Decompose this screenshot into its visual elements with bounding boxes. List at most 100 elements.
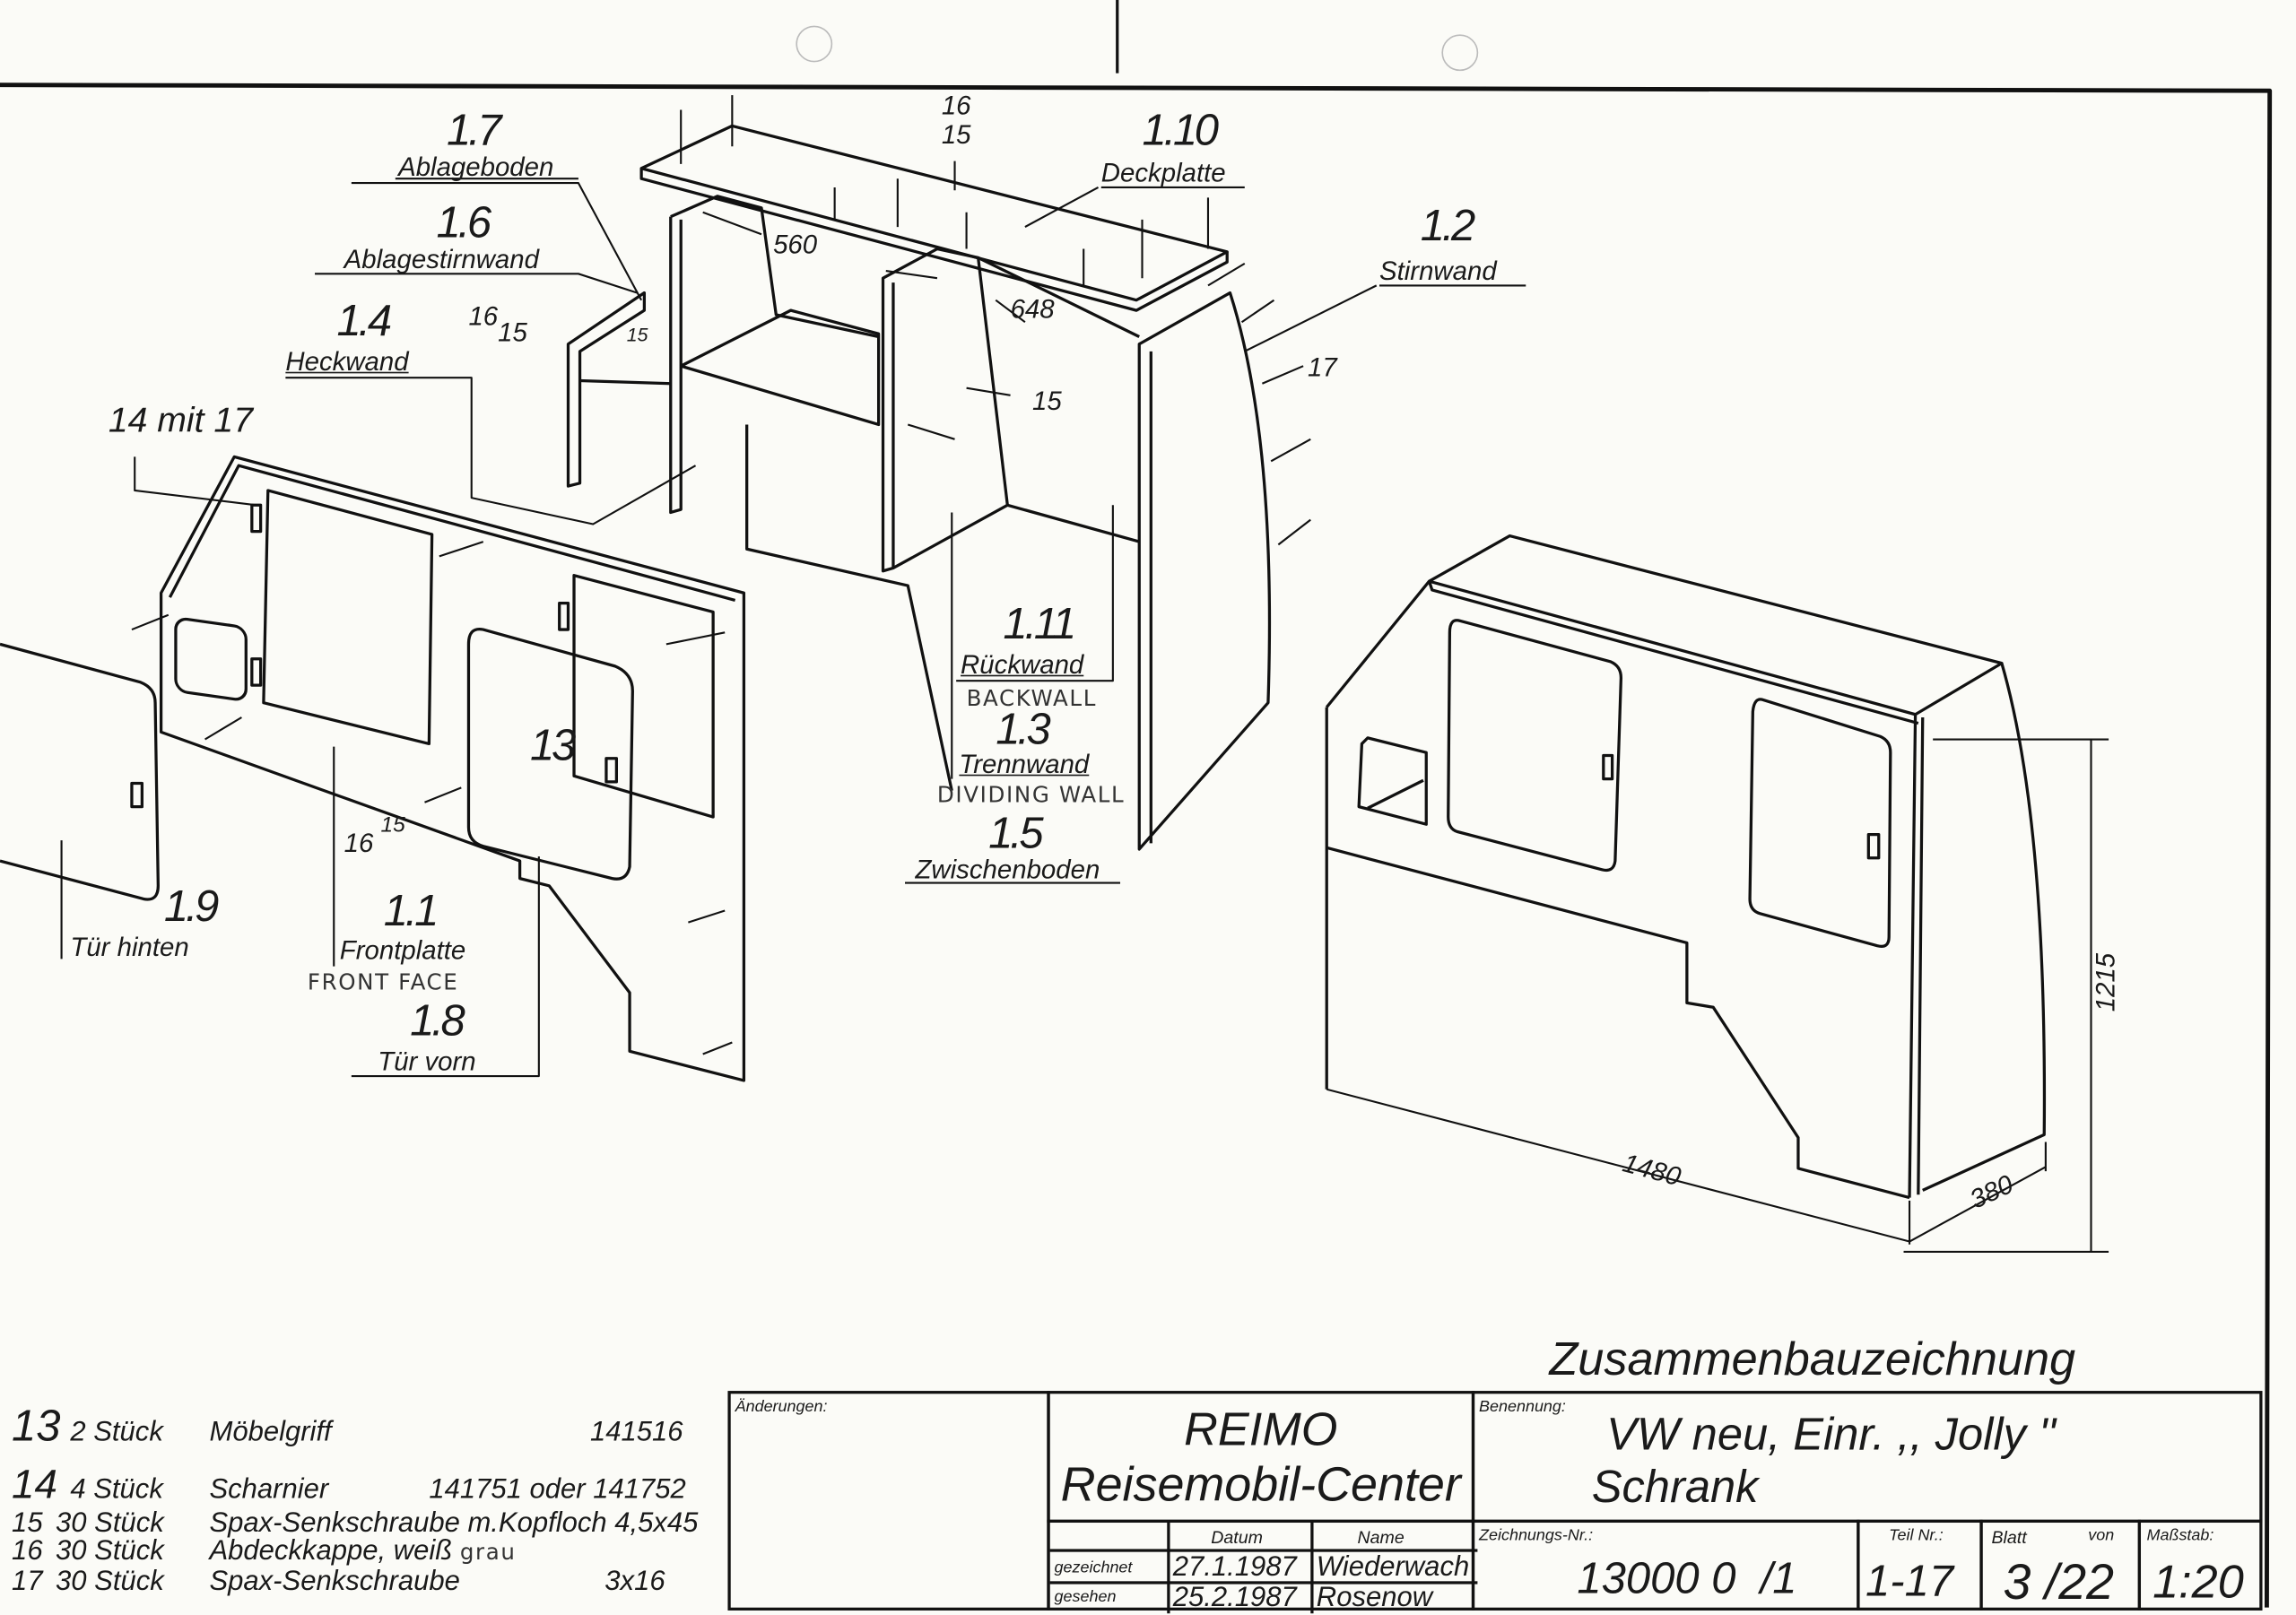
sheet-label: Blatt xyxy=(1991,1526,2027,1548)
part-number-label: 13 xyxy=(530,721,576,770)
parts-list-row: 16 30 Stück Abdeckkappe, weiß grau xyxy=(12,1536,516,1568)
dim-label: 16 xyxy=(941,91,971,120)
frame-border xyxy=(0,82,2273,1608)
pos: 16 xyxy=(12,1535,43,1567)
dim-height: 1215 xyxy=(2091,952,2121,1012)
drawing-number-label: Zeichnungs-Nr.: xyxy=(1479,1526,1594,1545)
pos: 17 xyxy=(12,1566,43,1598)
pos: 14 xyxy=(12,1461,57,1507)
dim-label: 15 xyxy=(498,317,527,347)
handwritten-note: DIVIDING WALL xyxy=(936,781,1126,809)
qty: 2 Stück xyxy=(70,1417,163,1448)
part-heckwand xyxy=(566,291,671,488)
part-name-label: Tür vorn xyxy=(378,1046,476,1077)
parts-list-row: 15 30 Stück Spax-Senkschraube m.Kopfloch 4… xyxy=(12,1508,698,1541)
part-number-value: 1-17 xyxy=(1866,1558,1954,1607)
part-number-label: 1.6 xyxy=(436,199,492,247)
part-number-field-label: Teil Nr.: xyxy=(1889,1526,1944,1545)
desc: Möbelgriff xyxy=(209,1417,332,1448)
ref: 141516 xyxy=(589,1417,683,1448)
company-cell: REIMO Reisemobil-Center xyxy=(1047,1391,1475,1524)
part-number-label: 1.4 xyxy=(336,297,393,346)
part-name-label: Rückwand xyxy=(961,649,1084,680)
designation-cell: Benennung: VW neu, Einr. ,, Jolly '' Sch… xyxy=(1471,1391,2263,1524)
drawing-number: 13000 0 /1 xyxy=(1577,1554,1797,1603)
desc: Abdeckkappe, weiß xyxy=(209,1535,453,1567)
qty: 30 Stück xyxy=(56,1566,164,1598)
checked-name: Rosenow xyxy=(1316,1582,1433,1614)
designation-text: Schrank xyxy=(1591,1461,1759,1513)
part-number-cell: Teil Nr.: 1-17 xyxy=(1857,1519,1983,1611)
dim-label: 17 xyxy=(1308,352,1337,383)
part-deckplatte xyxy=(639,124,1229,312)
of-label: von xyxy=(2088,1526,2115,1545)
changes-cell: Änderungen: xyxy=(727,1391,1050,1611)
checked-label: gesehen xyxy=(1054,1588,1117,1607)
part-number-label: 1.11 xyxy=(1003,600,1076,649)
callout-14-mit-17: 14 mit 17 xyxy=(108,401,253,441)
drawing-number-cell: Zeichnungs-Nr.: 13000 0 /1 xyxy=(1471,1519,1860,1611)
company-subtitle: Reisemobil-Center xyxy=(1060,1456,1461,1511)
part-name-label: Deckplatte xyxy=(1100,158,1226,187)
part-number-label: 1.1 xyxy=(383,887,439,936)
checked-date: 25.2.1987 xyxy=(1172,1582,1297,1614)
handwritten-note: BACKWALL xyxy=(966,685,1097,712)
drawing-title: Zusammenbauzeichnung xyxy=(1549,1332,2076,1385)
dim-560: 560 xyxy=(773,230,818,259)
drawn-date: 27.1.1987 xyxy=(1172,1551,1297,1583)
approval-table: Datum Name gezeichnet 27.1.1987 Wiederwa… xyxy=(1047,1519,1478,1614)
qty: 30 Stück xyxy=(56,1507,164,1539)
drawn-name: Wiederwach xyxy=(1316,1551,1470,1583)
part-number-label: 1.3 xyxy=(996,705,1051,754)
part-number-label: 1.5 xyxy=(988,809,1044,858)
scale-cell: Maßstab: 1:20 xyxy=(2137,1519,2263,1611)
dim-label: 15 xyxy=(380,812,405,838)
dim-label: 15 xyxy=(1032,386,1062,416)
part-name-label: Frontplatte xyxy=(339,935,466,965)
part-number-label: 1.8 xyxy=(410,996,465,1046)
scale-label: Maßstab: xyxy=(2146,1526,2214,1545)
handwritten-note: grau xyxy=(459,1538,517,1566)
handwritten-note: FRONT FACE xyxy=(307,968,459,996)
ref: 3x16 xyxy=(604,1566,665,1598)
dim-label: 16 xyxy=(468,301,499,331)
company-name: REIMO xyxy=(1184,1402,1338,1455)
dim-label: 15 xyxy=(626,323,648,346)
part-trennwand xyxy=(881,247,1009,573)
part-name-label: Heckwand xyxy=(285,346,409,377)
parts-list-row: 17 30 Stück Spax-Senkschraube 3x16 xyxy=(12,1567,665,1599)
part-number-label: 1.7 xyxy=(446,107,502,156)
punch-hole xyxy=(1441,34,1479,72)
desc: Spax-Senkschraube m.Kopfloch 4,5x45 xyxy=(209,1507,699,1539)
name-header: Name xyxy=(1357,1526,1405,1548)
part-name-label: Zwischenboden xyxy=(915,855,1100,885)
part-name-label: Ablagestirnwand xyxy=(344,244,539,274)
part-name-label: Stirnwand xyxy=(1379,256,1497,286)
part-name-label: Ablageboden xyxy=(398,152,554,182)
scale-value: 1:20 xyxy=(2152,1554,2244,1608)
qty: 4 Stück xyxy=(70,1474,163,1506)
pos: 15 xyxy=(12,1507,43,1539)
dim-label: 16 xyxy=(344,829,374,858)
part-rueckwand xyxy=(669,195,1140,792)
punch-hole xyxy=(796,25,833,63)
designation-text: VW neu, Einr. ,, Jolly '' xyxy=(1606,1408,2057,1460)
changes-label: Änderungen: xyxy=(735,1398,828,1416)
qty: 30 Stück xyxy=(56,1535,164,1567)
part-number-label: 1.2 xyxy=(1420,202,1476,251)
part-number-label: 1.9 xyxy=(163,882,220,932)
part-stirnwand xyxy=(1137,291,1272,851)
date-header: Datum xyxy=(1211,1526,1263,1548)
desc: Scharnier xyxy=(209,1474,329,1506)
dim-648: 648 xyxy=(1010,294,1055,324)
sheet-cell: Blatt von 3 /22 xyxy=(1979,1519,2142,1611)
dimension-lines xyxy=(1326,738,2109,1254)
desc: Spax-Senkschraube xyxy=(209,1566,460,1598)
part-number-label: 1.10 xyxy=(1142,107,1220,156)
part-name-label: Trennwand xyxy=(959,749,1090,779)
part-tuer-vorn xyxy=(466,627,634,881)
